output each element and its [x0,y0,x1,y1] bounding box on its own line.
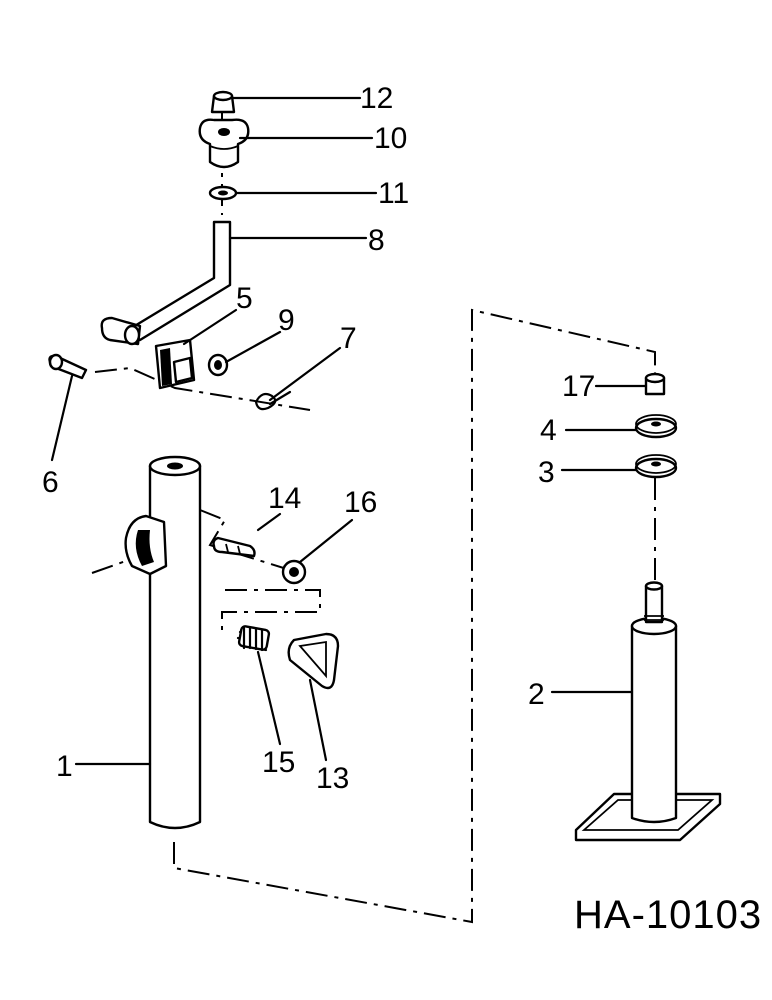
part-11-washer [208,185,238,201]
callout-17: 17 [562,370,595,403]
part-14-pin [212,536,256,558]
part-3-washer [634,454,678,479]
callout-16: 16 [344,486,377,519]
part-16-nut [281,559,307,585]
part-7-cotter-pin [254,390,292,411]
callout-3: 3 [538,456,555,489]
drawing-code: HA-10103 [574,893,762,937]
part-4-washer [634,414,678,439]
callout-15: 15 [262,746,295,779]
callout-4: 4 [540,414,557,447]
callout-7: 7 [340,322,357,355]
part-9-nut [207,353,229,377]
callout-12: 12 [360,82,393,115]
part-6-pin [48,353,88,380]
part-8-crank [100,220,232,346]
callout-6: 6 [42,466,59,499]
part-13-handle [287,632,340,690]
leader-lines [50,96,648,766]
callout-2: 2 [528,678,545,711]
callout-1: 1 [56,750,73,783]
callout-9: 9 [278,304,295,337]
callout-labels: 12 10 11 8 5 9 7 6 14 16 15 13 1 17 4 3 … [42,82,595,795]
part-2-leg [574,581,722,842]
callout-10: 10 [374,122,407,155]
callout-8: 8 [368,224,385,257]
part-10-knob [198,118,250,169]
part-12-cap [210,90,236,114]
callout-14: 14 [268,482,301,515]
part-15-spring [236,625,271,652]
callout-5: 5 [236,282,253,315]
part-17-cap [644,372,666,396]
part-5-bracket [154,338,196,390]
callout-11: 11 [378,177,409,210]
callout-13: 13 [316,762,349,795]
part-1-tube [124,455,202,830]
